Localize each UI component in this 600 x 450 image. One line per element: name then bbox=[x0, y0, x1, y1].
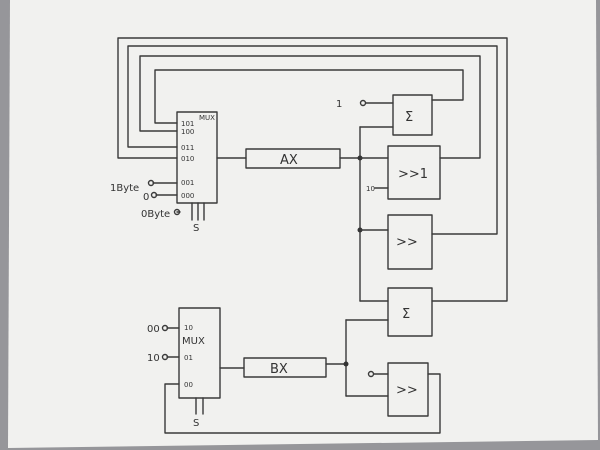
shift-b: >> bbox=[387, 214, 433, 270]
wire-shift-b-to-mux-011 bbox=[127, 45, 498, 235]
mux-b-input-01: 01 bbox=[184, 354, 193, 362]
shift-c: >> bbox=[387, 362, 429, 417]
mux-b-select-label: S bbox=[193, 418, 199, 429]
mux-b-select-lines bbox=[195, 397, 204, 415]
mux-a-input-100: 100 bbox=[181, 128, 194, 136]
wire-shift-a-to-mux-100 bbox=[139, 55, 481, 159]
mux-a-input-001: 001 bbox=[181, 179, 194, 187]
mux-b-title: MUX bbox=[182, 336, 205, 347]
adder-b: Σ bbox=[387, 287, 433, 337]
shift-b-symbol: >> bbox=[396, 235, 418, 250]
shift-b-body bbox=[387, 214, 433, 270]
mux-a-title: MUX bbox=[199, 114, 215, 122]
paper-sheet bbox=[8, 0, 598, 448]
bx-register-label: BX bbox=[270, 362, 288, 377]
adder-a-body bbox=[392, 94, 433, 136]
mux-a-input-011: 011 bbox=[181, 144, 194, 152]
mux-b-left-inputs bbox=[166, 327, 180, 358]
mux-b-label-00: 00 bbox=[147, 324, 160, 335]
adder-b-body bbox=[387, 287, 433, 337]
adder-a-symbol: Σ bbox=[405, 110, 413, 125]
ax-register: AX bbox=[245, 148, 341, 169]
shift-c-const-terminal bbox=[367, 370, 375, 378]
mux-b-input-00: 00 bbox=[184, 381, 193, 389]
mux-a-input-010: 010 bbox=[181, 155, 194, 163]
mux-a-label-1byte: 1Byte bbox=[110, 183, 139, 194]
wire-adder-a-to-mux-101 bbox=[154, 69, 464, 124]
mux-a-label-0byte: 0Byte bbox=[141, 209, 170, 220]
shift-c-body bbox=[387, 362, 429, 417]
wire-shift-c-to-mux-b-00 bbox=[164, 373, 441, 434]
const-1-label: 1 bbox=[336, 99, 342, 110]
shift-c-symbol: >> bbox=[396, 383, 418, 398]
shift-a-body bbox=[387, 145, 441, 200]
mux-a-select-lines bbox=[191, 202, 205, 221]
mux-a-label-0: 0 bbox=[143, 192, 149, 203]
mux-b-term-10 bbox=[161, 353, 169, 361]
mux-b-term-00 bbox=[161, 324, 169, 332]
mux-b: 10 MUX 01 00 00 10 S bbox=[147, 307, 221, 429]
ax-register-body bbox=[245, 148, 341, 169]
adder-b-symbol: Σ bbox=[402, 307, 410, 322]
mux-a-term-0byte bbox=[173, 208, 181, 216]
mux-b-body bbox=[178, 307, 221, 399]
feedback-wires bbox=[117, 37, 508, 302]
junction-bx bbox=[343, 361, 349, 367]
mux-b-label-10: 10 bbox=[147, 353, 160, 364]
const-1-terminal bbox=[359, 99, 367, 107]
adder-a: Σ bbox=[392, 94, 433, 136]
mux-a-term-1byte bbox=[147, 179, 155, 187]
mux-a-body bbox=[176, 111, 218, 204]
mux-a-input-101: 101 bbox=[181, 120, 194, 128]
shift-a-symbol: >>1 bbox=[398, 167, 428, 182]
ax-register-label: AX bbox=[280, 153, 298, 168]
mux-a-term-0 bbox=[150, 191, 158, 199]
mux-b-input-10: 10 bbox=[184, 324, 193, 332]
bx-register-body bbox=[243, 357, 327, 378]
mux-a-input-000: 000 bbox=[181, 192, 194, 200]
bx-register: BX bbox=[243, 357, 327, 378]
shift-a: >>1 bbox=[387, 145, 441, 200]
const-10-label: 10 bbox=[366, 185, 375, 193]
wire-adder-b-to-mux-010 bbox=[117, 37, 508, 302]
mux-a-select-label: S bbox=[193, 223, 199, 234]
mux-a: MUX 101 100 011 010 001 000 1Byte 0 0Byt… bbox=[110, 111, 218, 234]
